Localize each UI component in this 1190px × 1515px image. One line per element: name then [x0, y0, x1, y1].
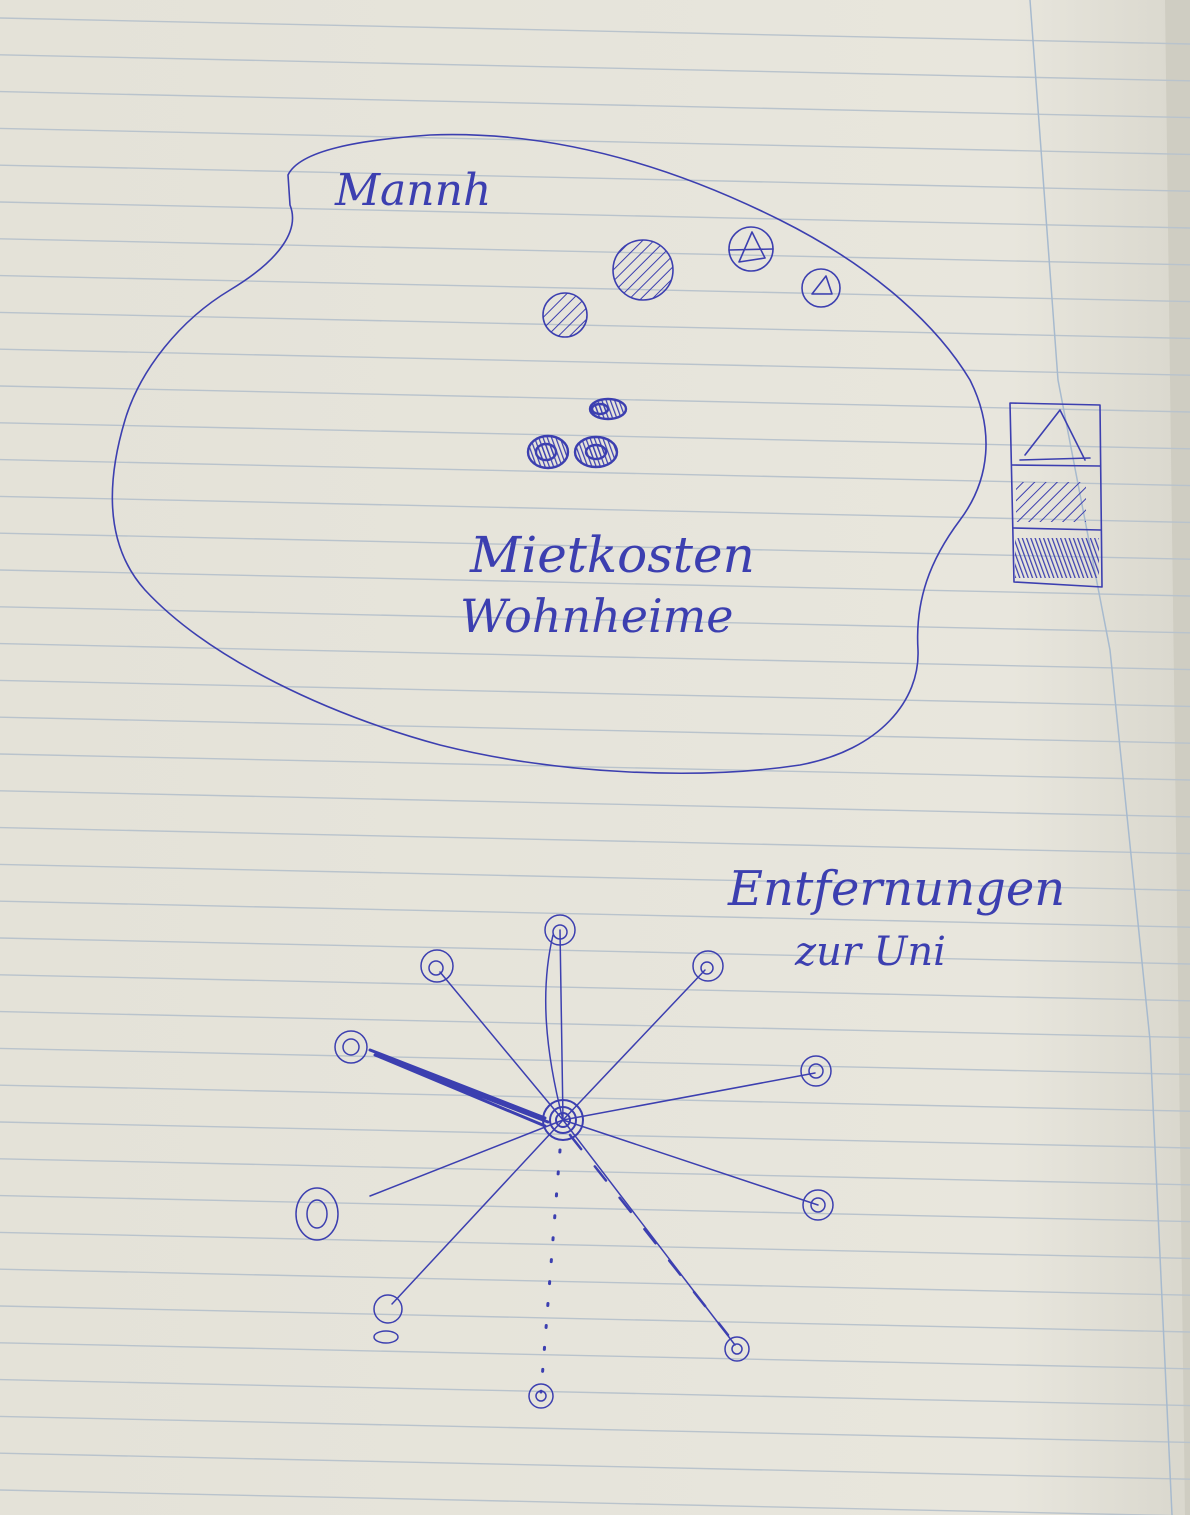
residence-node [528, 1383, 554, 1409]
spoke-line-thick [368, 1048, 550, 1128]
legend-hatched-symbol [1016, 482, 1086, 522]
ruled-line [0, 1342, 1190, 1370]
ruled-line [0, 385, 1190, 413]
ruled-line [0, 532, 1190, 560]
ruled-line [0, 937, 1190, 965]
residence-node [373, 1294, 403, 1344]
ruled-line [0, 1378, 1190, 1407]
ruled-line [0, 569, 1190, 597]
spoke-line [544, 934, 564, 1121]
legend-box [1009, 402, 1103, 588]
top-sketch-title: Mannh [334, 165, 491, 216]
spoke-line [439, 971, 564, 1121]
hatched-circle-marker [542, 292, 588, 338]
distance-label-line2: zur Uni [794, 929, 946, 975]
ruled-line [0, 716, 1190, 744]
ruled-line [0, 495, 1190, 524]
ruled-line [0, 1415, 1190, 1444]
legend-dense-symbol [1015, 538, 1099, 578]
residence-node [802, 1189, 834, 1221]
spoke-line [562, 1119, 819, 1206]
paper-edge [1165, 0, 1190, 1515]
residence-node [544, 914, 576, 946]
ruled-line [0, 1452, 1190, 1480]
legend-triangle-symbol [1024, 409, 1086, 461]
ruled-line [0, 201, 1190, 229]
spoke-line [391, 1119, 564, 1305]
ruled-line [0, 753, 1190, 781]
ruled-line [0, 1231, 1190, 1260]
ruled-line [0, 1194, 1190, 1223]
ruled-line [0, 606, 1190, 634]
dense-dot-marker [573, 435, 619, 469]
residence-node [724, 1336, 750, 1362]
ruled-line [0, 274, 1190, 303]
ruled-lines [0, 17, 1190, 1515]
spoke-line [562, 1119, 736, 1346]
ruled-line [0, 127, 1190, 156]
spoke-line [559, 929, 564, 1121]
dense-dot-marker [526, 434, 570, 470]
ruled-line [0, 974, 1190, 1002]
dense-dot-marker [588, 397, 628, 421]
ruled-line [0, 642, 1190, 671]
ruled-line [0, 311, 1190, 340]
ruled-line [0, 90, 1190, 119]
rent-label-line2: Wohnheime [460, 589, 734, 643]
spoke-line [562, 969, 706, 1121]
residence-node [334, 1030, 368, 1064]
ruled-line [0, 790, 1190, 818]
ruled-line [0, 1268, 1190, 1296]
ruled-line [0, 1084, 1190, 1112]
city-outline [111, 133, 987, 774]
ruled-line [0, 164, 1190, 192]
ruled-line [0, 1010, 1190, 1039]
ruled-line [0, 1121, 1190, 1149]
ruled-line [0, 54, 1190, 82]
ruled-line [0, 863, 1190, 892]
ruled-line [0, 1305, 1190, 1333]
triangle-marker [728, 226, 774, 272]
residence-node [692, 950, 724, 982]
ruled-line [0, 1489, 1177, 1515]
residence-node [295, 1187, 339, 1241]
ruled-line [0, 826, 1190, 855]
triangle-marker [801, 268, 841, 308]
rent-label-line1: Mietkosten [469, 526, 755, 584]
ruled-line [0, 348, 1190, 376]
residence-node [420, 949, 454, 983]
ruled-line [0, 1047, 1190, 1076]
bottom-sketch: Entfernungen zur Uni [295, 861, 1065, 1409]
spoke-line [369, 1119, 564, 1197]
ruled-line [0, 458, 1190, 487]
distance-label-line1: Entfernungen [727, 861, 1065, 917]
ruled-line [0, 17, 1190, 45]
university-hub [542, 1099, 584, 1141]
top-sketch: Mannh Mietkosten Wohnheime [111, 133, 1103, 774]
spoke-line-dashed [568, 1133, 730, 1337]
ruled-line [0, 422, 1190, 450]
hatched-circle-marker [612, 239, 674, 301]
ruled-line [0, 1158, 1190, 1186]
residence-node [800, 1055, 832, 1087]
ruled-line [0, 900, 1190, 928]
ruled-line [0, 679, 1190, 708]
ruled-line [0, 238, 1190, 266]
spoke-line [562, 1072, 816, 1121]
margin-line [1029, 0, 1173, 1515]
